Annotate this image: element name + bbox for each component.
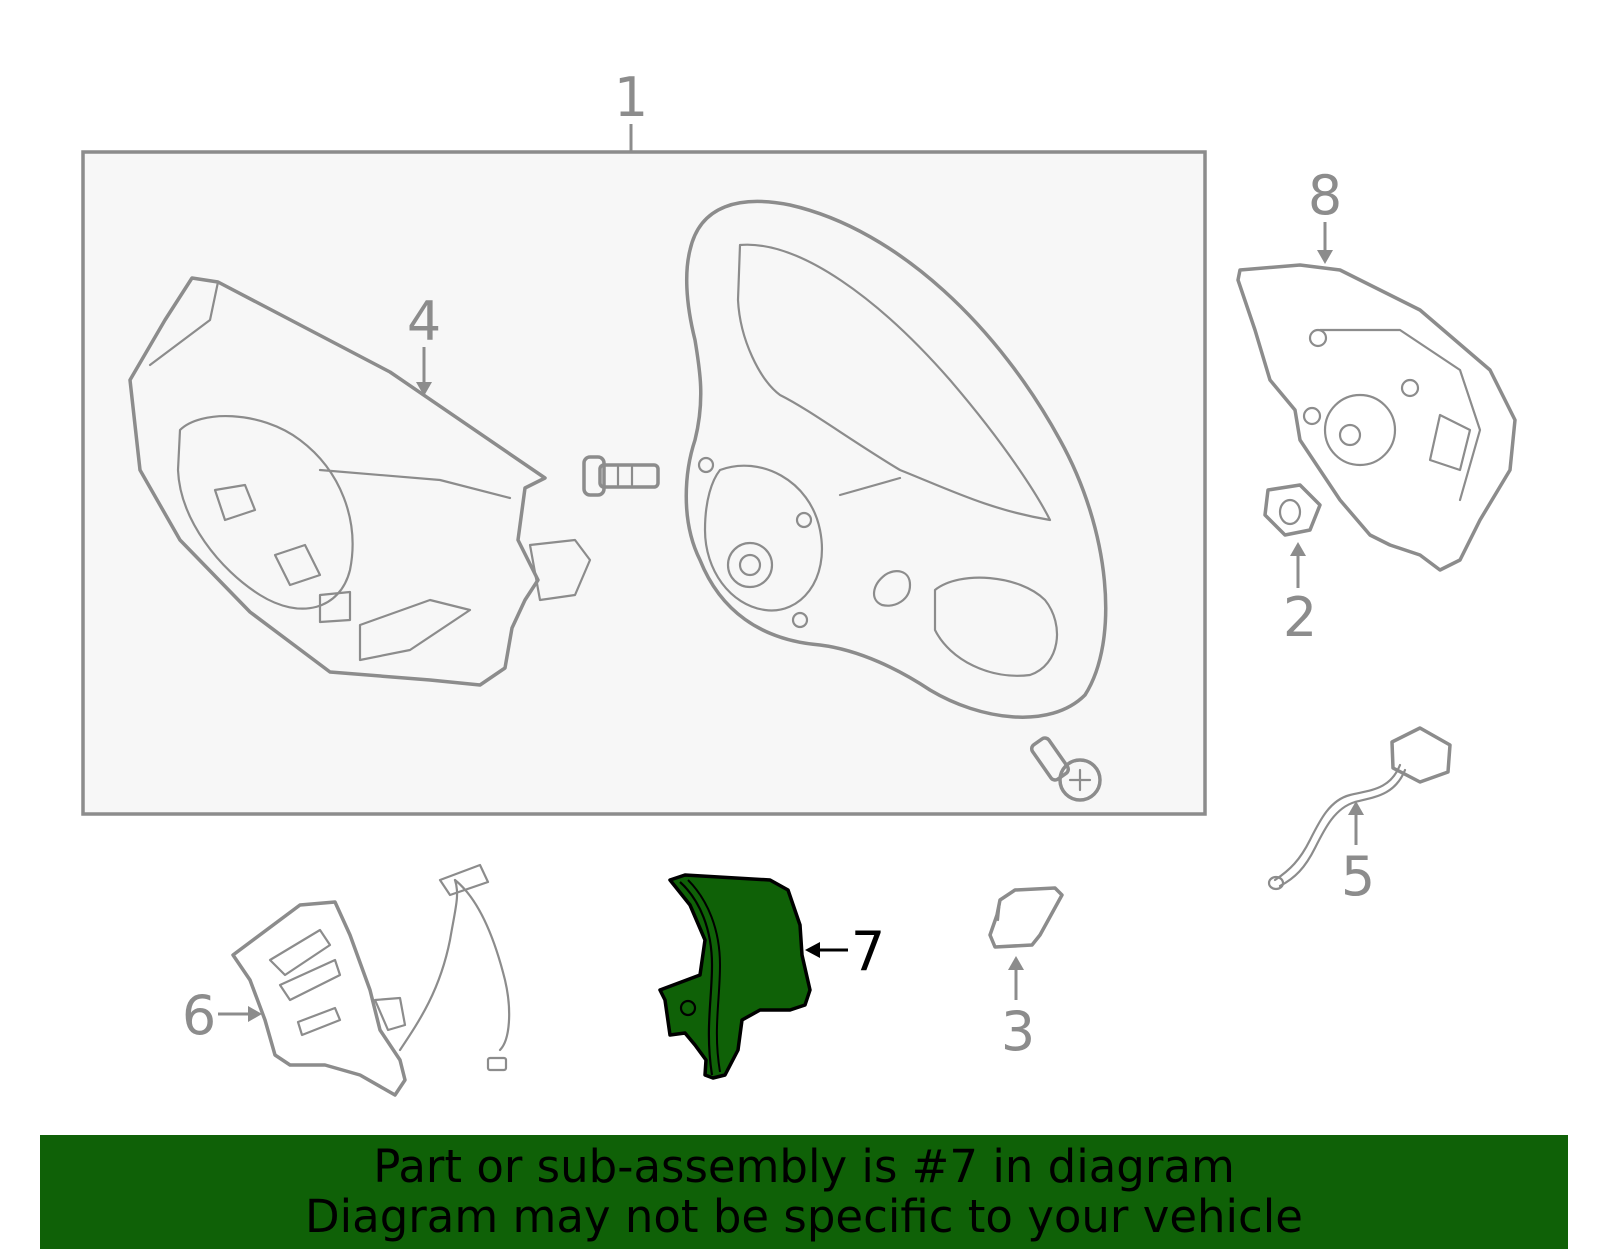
callout-3[interactable]: 3 [1001, 1000, 1035, 1063]
callout-8[interactable]: 8 [1308, 164, 1342, 227]
part-6-switch-assembly[interactable] [231, 863, 511, 1097]
arrowhead-3 [1008, 956, 1024, 970]
steering-wheel[interactable] [684, 199, 1108, 719]
arrowhead-2 [1290, 542, 1306, 556]
bolt-lower [1029, 736, 1102, 802]
arrowhead-6 [248, 1006, 262, 1022]
part-2-nut[interactable] [1263, 483, 1322, 537]
assembly-box [81, 150, 1207, 816]
bolt-center [582, 455, 660, 497]
banner-line-disclaimer: Diagram may not be specific to your vehi… [305, 1190, 1303, 1243]
part-4-column-cover[interactable] [128, 276, 592, 687]
info-banner: Part or sub-assembly is #7 in diagram Di… [40, 1135, 1568, 1249]
arrowhead-7 [805, 942, 820, 958]
arrowhead-8 [1317, 250, 1333, 264]
callout-7[interactable]: 7 [851, 920, 885, 983]
callout-5[interactable]: 5 [1341, 845, 1375, 908]
part-7-cover-highlighted[interactable] [658, 873, 812, 1080]
part-3-cap[interactable] [988, 886, 1064, 949]
part-8-airbag-module[interactable] [1236, 263, 1517, 572]
callout-6[interactable]: 6 [182, 984, 216, 1047]
callout-4[interactable]: 4 [407, 290, 441, 353]
banner-line-part: Part or sub-assembly is #7 in diagram [373, 1140, 1235, 1193]
callout-1[interactable]: 1 [614, 66, 648, 129]
arrowhead-5 [1348, 801, 1364, 815]
arrowhead-4 [416, 382, 432, 396]
part-5-wire-harness[interactable] [1267, 726, 1452, 891]
callout-2[interactable]: 2 [1283, 586, 1317, 649]
